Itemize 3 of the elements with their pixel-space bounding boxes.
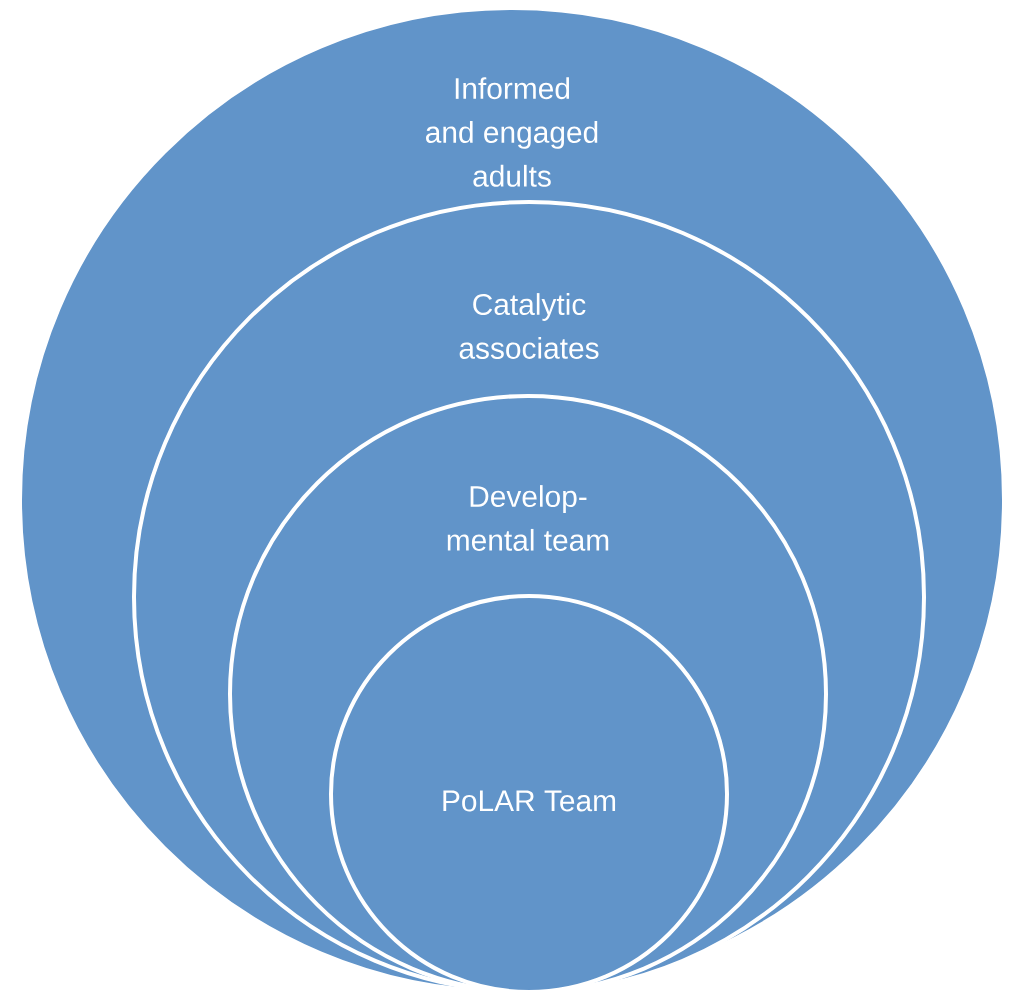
- circle-band: PoLAR Team: [329, 594, 729, 994]
- node-label: Catalytic associates: [459, 293, 599, 359]
- node-label: PoLAR Team: [443, 790, 616, 812]
